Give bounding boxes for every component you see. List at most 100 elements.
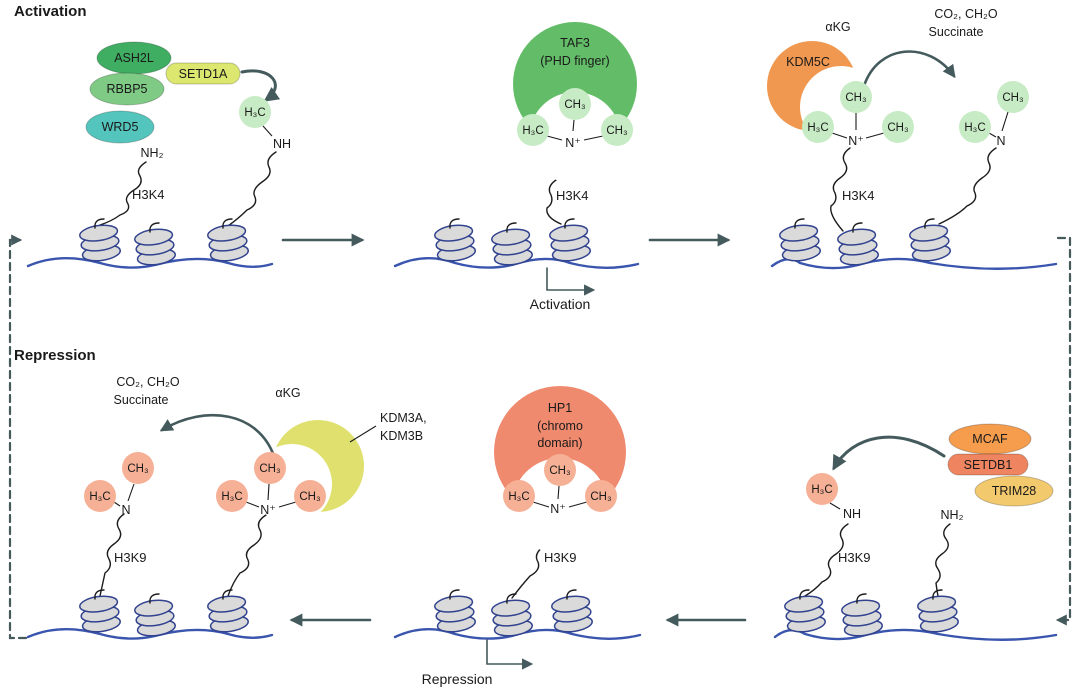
- methyl-label: CH₃: [845, 92, 867, 104]
- chemical-bond: [113, 501, 121, 507]
- rbbp5-label: RBBP5: [107, 82, 148, 96]
- kdm3a-label: KDM3A,: [380, 411, 427, 425]
- chemical-bond: [262, 125, 273, 137]
- panel-h3k4-eraser: KDM5C αKG CO₂, CH₂O Succinate CH₃ H₃C CH…: [767, 7, 1058, 270]
- activation-heading: Activation: [14, 3, 87, 20]
- nucleosome: [205, 589, 251, 635]
- product-amine-label: NH: [273, 137, 291, 151]
- chemical-bond: [988, 132, 997, 138]
- product-amine-label: NH: [843, 507, 861, 521]
- h3k9-residue-label: H3K9: [114, 550, 147, 565]
- chemical-bond: [1001, 111, 1009, 132]
- methyl-label: CH₃: [549, 465, 571, 477]
- methyl-label: CH₃: [127, 463, 149, 475]
- nucleosome: [839, 593, 885, 639]
- activation-output-label: Activation: [530, 296, 591, 312]
- methyl-group: [601, 114, 633, 146]
- chemical-bond: [245, 501, 260, 508]
- nucleosome: [549, 589, 595, 635]
- panel-h3k9-reader: HP1 (chromo domain) CH₃ H₃C CH₃ N⁺ H3K9 …: [393, 386, 642, 687]
- dna-strand: [773, 628, 1058, 641]
- byproducts-label-line2: Succinate: [114, 393, 169, 407]
- setdb1-label: SETDB1: [964, 458, 1013, 472]
- panel-h3k4-writer: ASH2L RBBP5 WRD5 SETD1A H₃C NH₂ NH H3K4: [26, 41, 291, 269]
- h3k4-residue-label: H3K4: [556, 188, 589, 203]
- methyl-group: [239, 96, 271, 128]
- substrate-amine-label: NH₂: [141, 146, 164, 160]
- histone-tail: [99, 513, 125, 597]
- hp1-label-line3: domain): [537, 436, 582, 450]
- h3k4-residue-label: H3K4: [842, 188, 875, 203]
- nucleosome: [205, 218, 251, 264]
- chemical-bond: [278, 501, 297, 508]
- methyl-label: H₃C: [807, 122, 828, 134]
- methyl-label: CH₃: [887, 122, 909, 134]
- histone-tail: [938, 147, 997, 225]
- rbbp5-protein: [89, 72, 165, 106]
- wrd5-label: WRD5: [102, 120, 139, 134]
- chemical-bond: [267, 483, 270, 501]
- cofactor-label: αKG: [825, 20, 850, 34]
- substrate-amine-label: NH₂: [941, 508, 964, 522]
- nucleosome: [432, 589, 478, 635]
- nucleosome: [489, 222, 535, 268]
- chemical-bond: [557, 485, 560, 500]
- methyl-label: CH₃: [259, 463, 281, 475]
- methyl-group: [503, 480, 535, 512]
- nitrogen-label: N: [121, 503, 130, 517]
- methyl-label: H₃C: [811, 484, 832, 496]
- nitrogen-label: N: [996, 134, 1005, 148]
- histone-tail: [804, 523, 849, 597]
- methyl-label: CH₃: [606, 125, 628, 137]
- histone-tail: [935, 523, 951, 597]
- cycle-dashed-left-arrow: [8, 234, 28, 640]
- transcription-start-arrow: [486, 639, 534, 670]
- methyl-transfer-arrow: [832, 435, 946, 471]
- cycle-dashed-right-arrow: [1055, 236, 1072, 626]
- methyl-label: H₃C: [964, 122, 985, 134]
- histone-tail: [227, 151, 277, 227]
- taf3-label-line2: (PHD finger): [540, 54, 609, 68]
- nitrogen-label: N⁺: [565, 136, 581, 150]
- nitrogen-label: N⁺: [260, 503, 276, 517]
- transcription-start-arrow: [546, 267, 596, 296]
- hp1-binding-pocket: [512, 458, 608, 554]
- methyl-group: [882, 111, 914, 143]
- methyl-group: [216, 480, 248, 512]
- nucleosome: [432, 218, 478, 264]
- methyl-group: [802, 111, 834, 143]
- h3k4-residue-label: H3K4: [132, 187, 165, 202]
- nucleosome: [777, 218, 823, 264]
- nucleosome: [77, 218, 123, 264]
- chemical-bond: [865, 132, 885, 139]
- nucleosome: [835, 222, 881, 268]
- methyl-label: CH₃: [564, 99, 586, 111]
- byproducts-label-line1: CO₂, CH₂O: [934, 7, 997, 21]
- nitrogen-label: N⁺: [550, 502, 566, 516]
- methyl-label: H₃C: [244, 107, 265, 119]
- methyl-group: [122, 452, 154, 484]
- methyl-group: [997, 81, 1029, 113]
- chemical-bond: [127, 483, 135, 502]
- methyl-label: H₃C: [522, 125, 543, 137]
- byproducts-label-line1: CO₂, CH₂O: [116, 375, 179, 389]
- methyl-transfer-arrow: [240, 69, 281, 102]
- h3k9-residue-label: H3K9: [838, 550, 871, 565]
- methyl-group: [517, 114, 549, 146]
- chemical-bond: [831, 132, 848, 139]
- panel-h3k4-reader: TAF3 (PHD finger) CH₃ H₃C CH₃ N⁺ H3K4 Ac…: [393, 22, 640, 312]
- methyl-group: [585, 480, 617, 512]
- setdb1-protein: [947, 453, 1029, 476]
- nucleosome: [782, 589, 828, 635]
- hp1-label-line1: HP1: [548, 401, 572, 415]
- nitrogen-label: N⁺: [848, 134, 864, 148]
- methyl-group: [84, 480, 116, 512]
- h3k9-residue-label: H3K9: [544, 550, 577, 565]
- demethylation-reaction-arrow: [862, 50, 956, 88]
- hp1-label-line2: (chromo: [537, 419, 583, 433]
- methyl-group: [254, 452, 286, 484]
- kdm5c-label: KDM5C: [786, 55, 830, 69]
- chemical-bond: [583, 135, 604, 141]
- panel-h3k9-eraser: KDM3A, KDM3B αKG CO₂, CH₂O Succinate CH₃…: [26, 375, 427, 640]
